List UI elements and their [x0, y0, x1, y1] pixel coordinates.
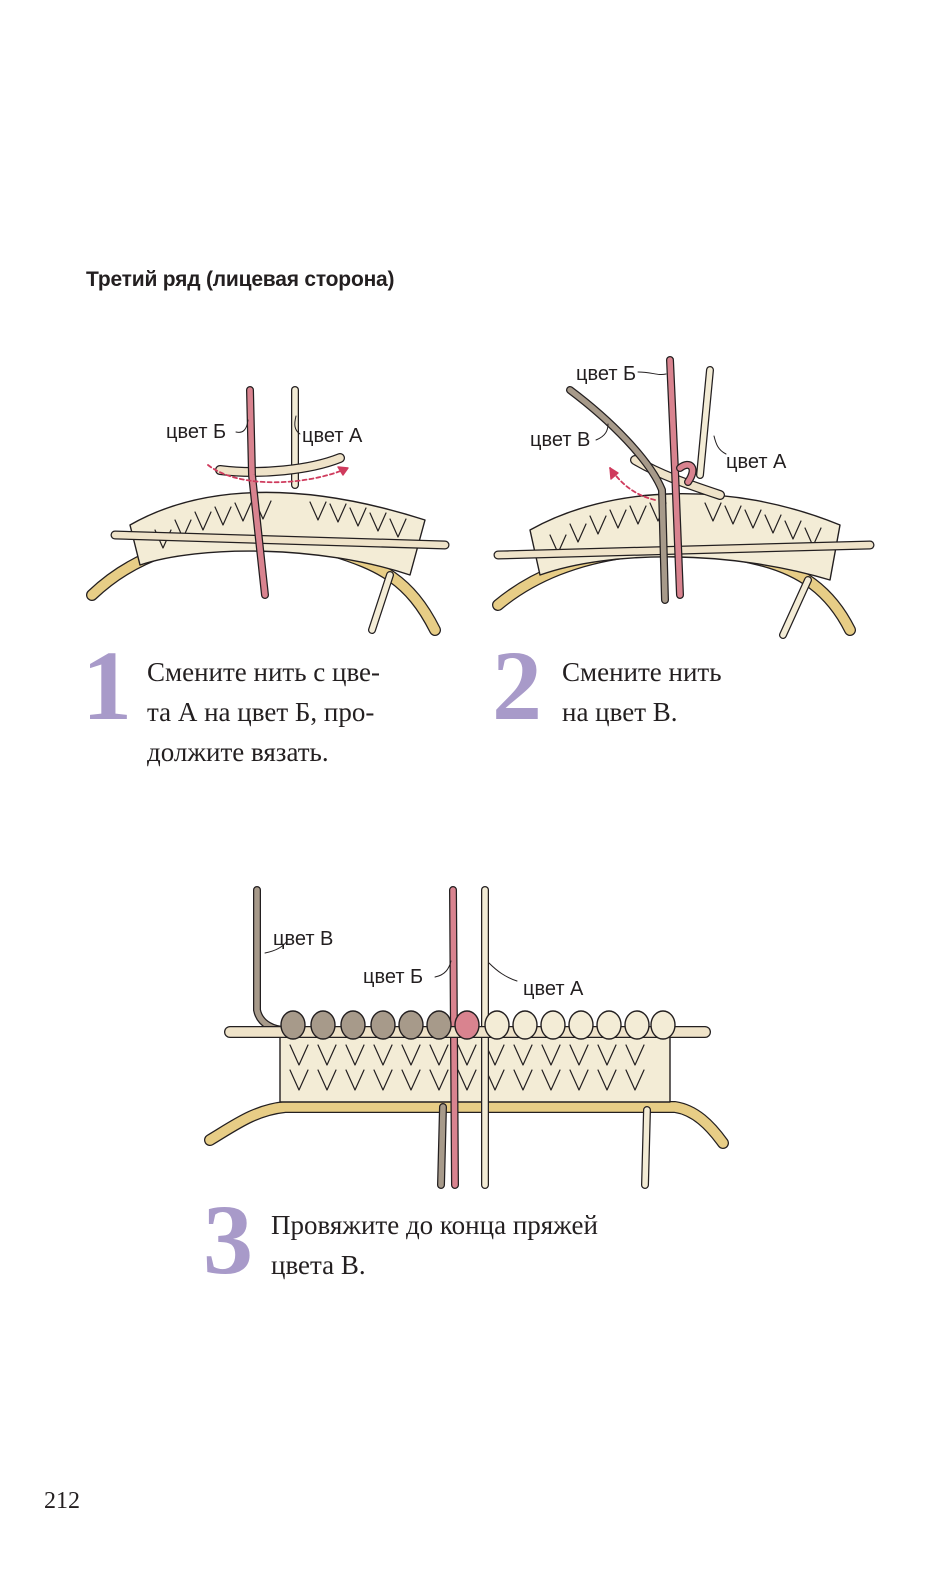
- step-text-2: Смените нить на цвет В.: [562, 657, 722, 727]
- step-text-3: Провяжите до конца пряжей цвета В.: [271, 1210, 598, 1280]
- page-number: 212: [44, 1488, 80, 1514]
- figure-step-3: цвет В цвет Б цвет А: [204, 885, 735, 1195]
- step-text-1: Смените нить с цве- та А на цвет Б, про-…: [147, 657, 381, 767]
- step-number-1: 1: [82, 630, 132, 741]
- section-heading: Третий ряд (лицевая сторона): [86, 268, 395, 291]
- label-yarn-a: цвет А: [302, 425, 363, 447]
- label-yarn-v: цвет В: [273, 928, 333, 950]
- figure-step-1: цвет Б цвет А: [80, 380, 460, 645]
- label-yarn-a: цвет А: [523, 978, 584, 1000]
- label-yarn-v: цвет В: [530, 429, 590, 451]
- illustration-step-1: цвет Б цвет А: [86, 386, 450, 636]
- step-number-3: 3: [203, 1184, 253, 1295]
- illustration-step-2: цвет Б цвет В цвет А: [492, 356, 875, 639]
- figure-step-2: цвет Б цвет В цвет А: [490, 350, 880, 650]
- label-yarn-b: цвет Б: [166, 421, 226, 443]
- illustration-step-3: цвет В цвет Б цвет А: [204, 886, 729, 1189]
- step-number-2: 2: [492, 630, 542, 741]
- label-yarn-a: цвет А: [726, 451, 787, 473]
- label-yarn-b: цвет Б: [576, 363, 636, 385]
- label-yarn-b: цвет Б: [363, 966, 423, 988]
